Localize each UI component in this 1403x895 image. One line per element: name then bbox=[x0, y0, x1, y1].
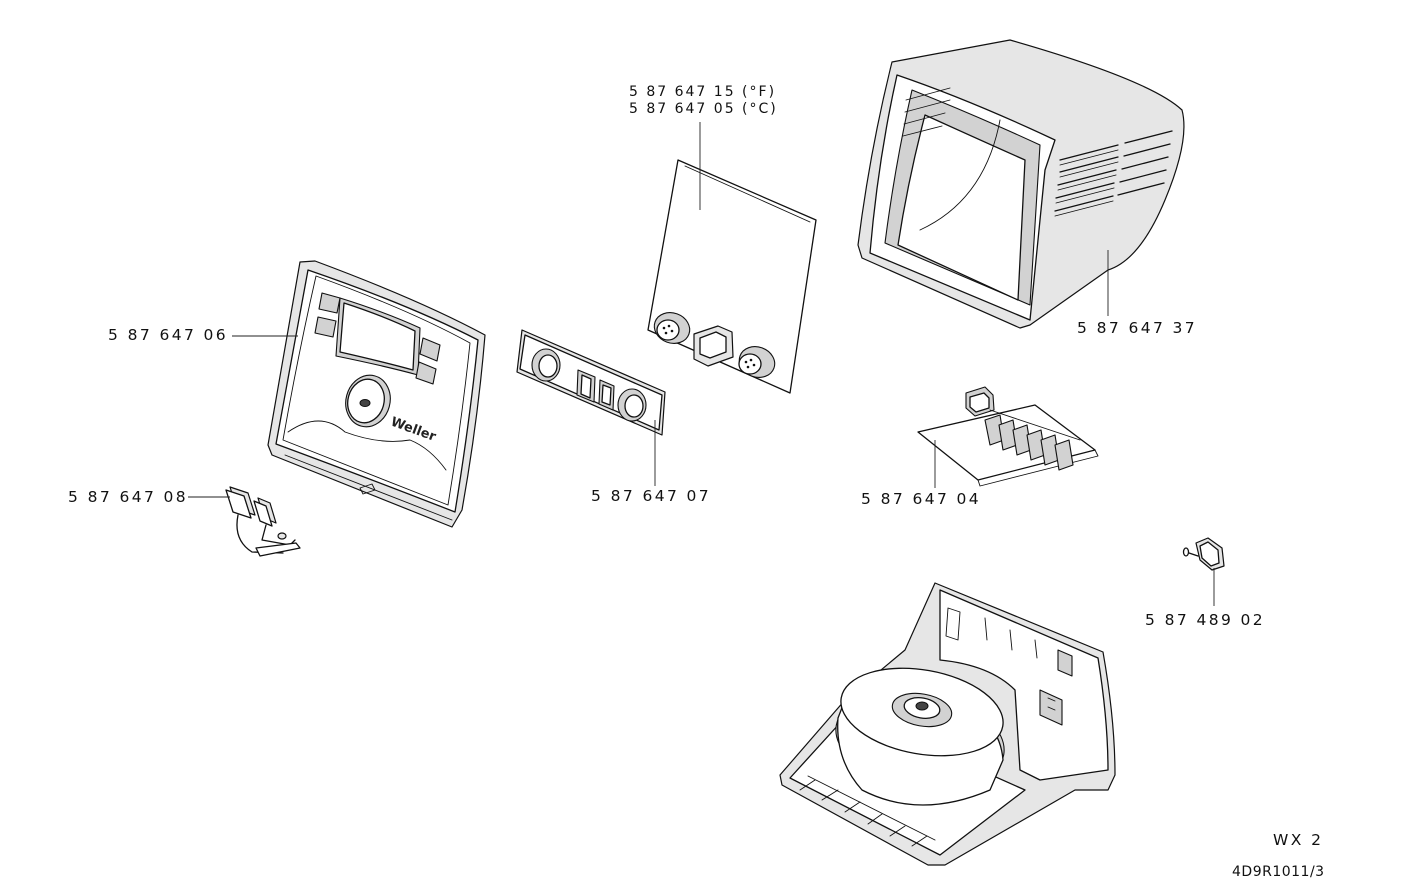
relay-board-drawing bbox=[917, 386, 1099, 487]
front-panel-drawing bbox=[267, 260, 486, 528]
part-label-foot-switch-clip: 5 87 647 08 bbox=[68, 488, 189, 506]
drawing-number: 4D9R1011/3 bbox=[1232, 864, 1325, 880]
part-label-socket-board: 5 87 647 07 bbox=[591, 487, 712, 505]
relay-terminals bbox=[984, 409, 1081, 471]
part-label-housing: 5 87 647 37 bbox=[1077, 319, 1198, 337]
socket-board-drawing bbox=[516, 329, 666, 436]
model-label: WX 2 bbox=[1273, 831, 1324, 849]
plug-adapter-drawing bbox=[1182, 537, 1225, 571]
part-label-pcb-celsius: 5 87 647 05 (°C) bbox=[629, 101, 778, 117]
foot-switch-clip-drawing bbox=[225, 486, 301, 557]
control-pcb-drawing bbox=[647, 159, 817, 394]
base-transformer-drawing bbox=[779, 582, 1116, 866]
part-label-pcb-fahrenheit: 5 87 647 15 (°F) bbox=[629, 84, 777, 100]
housing-drawing bbox=[857, 39, 1185, 329]
part-label-plug-adapter: 5 87 489 02 bbox=[1145, 611, 1266, 629]
part-label-front-panel: 5 87 647 06 bbox=[108, 326, 229, 344]
part-label-relay-board: 5 87 647 04 bbox=[861, 490, 982, 508]
